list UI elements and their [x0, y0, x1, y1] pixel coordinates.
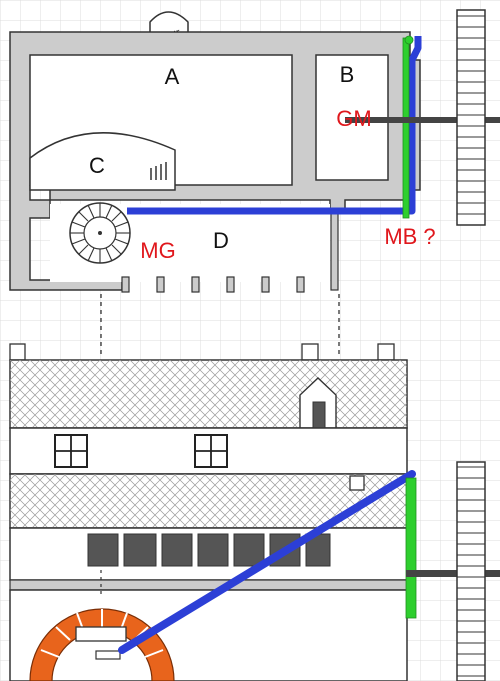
- plan-pillars: [121, 276, 305, 293]
- label-room-c: C: [89, 153, 105, 178]
- chimney-left: [9, 343, 26, 361]
- label-mg: MG: [140, 238, 175, 263]
- plan-vertical-shaft: [402, 37, 410, 219]
- upper-windows: [54, 434, 228, 468]
- chimney-middle: [301, 343, 319, 361]
- skylight: [349, 475, 365, 491]
- plan-wheel-axle: [345, 117, 500, 123]
- plan-drive-shaft: [127, 36, 422, 215]
- label-room-d: D: [213, 228, 229, 253]
- plinth-band: [9, 579, 408, 591]
- plan-view: Four: [9, 9, 500, 293]
- elevation-drive-shaft: [118, 470, 416, 654]
- room-c: [29, 132, 176, 191]
- turbine-wheel-icon: [69, 202, 131, 264]
- label-gm: GM: [336, 106, 371, 131]
- hub-block: [95, 650, 121, 660]
- room-c-marks: [150, 162, 167, 180]
- wheel-hub-box: [75, 626, 127, 642]
- alignment-lines: [100, 294, 340, 358]
- elevation-vertical-shaft: [405, 477, 417, 619]
- elevation-wheel-axle: [406, 570, 500, 577]
- plan-gear-node: [404, 35, 414, 45]
- label-room-b: B: [340, 62, 355, 87]
- label-mb: MB ?: [384, 224, 435, 249]
- dormer-window: [312, 401, 326, 429]
- chimney-right: [377, 343, 395, 361]
- label-room-a: A: [165, 64, 180, 89]
- ground-window-bays: [87, 533, 331, 567]
- ladder-wheel-icon: [456, 461, 486, 681]
- ladder-wheel-icon: [456, 9, 486, 226]
- elevation-view: [9, 343, 500, 681]
- plan-post: [330, 209, 339, 291]
